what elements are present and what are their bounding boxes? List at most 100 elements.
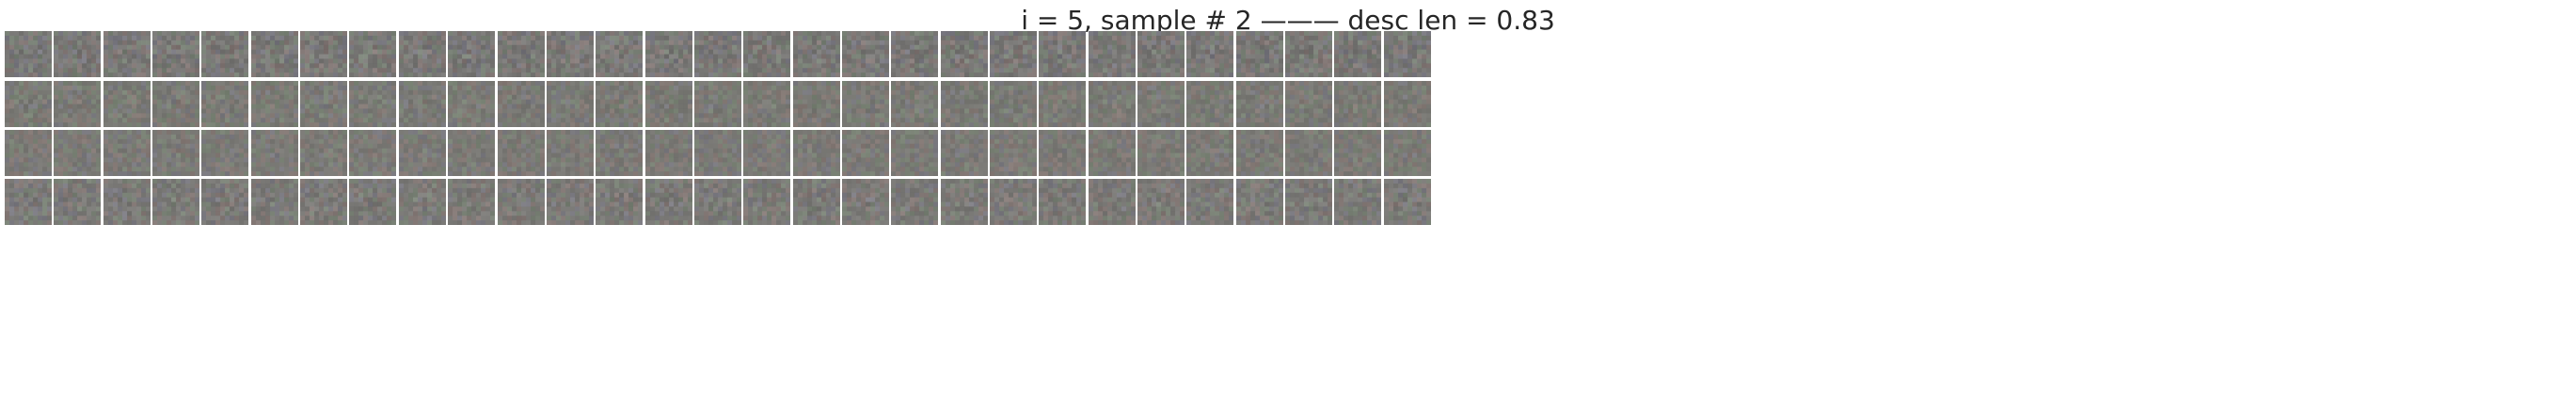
sample-tile: [792, 179, 840, 225]
sample-tile: [300, 31, 348, 77]
sample-tile: [891, 130, 939, 176]
sample-tile: [1383, 81, 1431, 127]
sample-tile: [398, 31, 446, 77]
sample-tile: [891, 179, 939, 225]
sample-tile: [596, 31, 644, 77]
sample-tile: [201, 130, 249, 176]
sample-tile: [1039, 130, 1087, 176]
sample-tile: [940, 31, 988, 77]
sample-tile: [398, 81, 446, 127]
sample-tile: [940, 81, 988, 127]
sample-tile: [1137, 130, 1185, 176]
sample-tile: [1235, 179, 1283, 225]
sample-tile: [5, 130, 52, 176]
sample-tile: [497, 130, 545, 176]
sample-tile: [1088, 81, 1136, 127]
sample-tile: [1235, 81, 1283, 127]
sample-tile: [743, 81, 791, 127]
sample-tile: [546, 31, 594, 77]
sample-tile: [152, 130, 200, 176]
sample-tile: [300, 179, 348, 225]
sample-tile: [1285, 130, 1333, 176]
sample-tile: [990, 81, 1037, 127]
sample-tile: [841, 81, 889, 127]
figure-title: i = 5, sample # 2 ——— desc len = 0.83: [1021, 5, 1555, 36]
sample-tile: [792, 81, 840, 127]
sample-tile: [841, 179, 889, 225]
sample-tile: [250, 130, 298, 176]
sample-tile: [596, 130, 644, 176]
sample-tile: [201, 179, 249, 225]
sample-tile: [546, 130, 594, 176]
sample-tile: [1285, 81, 1333, 127]
sample-tile: [103, 130, 151, 176]
sample-tile: [349, 179, 397, 225]
sample-tile: [693, 31, 741, 77]
sample-tile: [250, 179, 298, 225]
sample-tile: [1039, 179, 1087, 225]
sample-tile: [693, 179, 741, 225]
sample-tile: [103, 179, 151, 225]
sample-tile: [152, 179, 200, 225]
sample-tile: [5, 179, 52, 225]
sample-tile: [1137, 31, 1185, 77]
sample-tile: [1235, 130, 1283, 176]
sample-tile: [841, 130, 889, 176]
sample-tile: [349, 130, 397, 176]
sample-tile: [103, 81, 151, 127]
sample-tile: [940, 179, 988, 225]
sample-tile: [5, 31, 52, 77]
sample-tile: [1383, 130, 1431, 176]
sample-tile: [54, 31, 102, 77]
sample-tile: [596, 81, 644, 127]
sample-tile: [1039, 81, 1087, 127]
sample-tile: [103, 31, 151, 77]
sample-tile: [546, 81, 594, 127]
sample-tile: [1088, 179, 1136, 225]
sample-tile: [644, 130, 692, 176]
sample-tile: [990, 31, 1037, 77]
sample-tile: [250, 81, 298, 127]
sample-tile: [152, 81, 200, 127]
sample-tile: [448, 130, 496, 176]
sample-tile: [497, 179, 545, 225]
sample-tile: [644, 81, 692, 127]
sample-tile: [54, 179, 102, 225]
sample-tile: [743, 130, 791, 176]
sample-tile: [1186, 179, 1234, 225]
sample-tile: [743, 31, 791, 77]
sample-tile: [398, 179, 446, 225]
sample-tile: [5, 81, 52, 127]
sample-tile: [743, 179, 791, 225]
sample-tile: [398, 130, 446, 176]
sample-tile: [1186, 130, 1234, 176]
sample-tile: [201, 31, 249, 77]
sample-tile: [1334, 179, 1382, 225]
sample-tile: [54, 130, 102, 176]
sample-tile: [693, 81, 741, 127]
sample-tile: [990, 179, 1037, 225]
sample-tile: [990, 130, 1037, 176]
sample-tile: [891, 31, 939, 77]
sample-tile: [349, 31, 397, 77]
sample-tile: [1334, 130, 1382, 176]
sample-tile: [448, 179, 496, 225]
sample-tile: [1383, 31, 1431, 77]
sample-tile: [1285, 179, 1333, 225]
sample-tile: [250, 31, 298, 77]
sample-tile: [497, 31, 545, 77]
sample-tile: [349, 81, 397, 127]
sample-tile: [1137, 179, 1185, 225]
sample-tile: [497, 81, 545, 127]
sample-tile: [1334, 31, 1382, 77]
sample-tile: [1235, 31, 1283, 77]
sample-tile: [596, 179, 644, 225]
sample-tile: [792, 31, 840, 77]
sample-tile: [1088, 130, 1136, 176]
sample-tile: [644, 31, 692, 77]
sample-tile: [841, 31, 889, 77]
sample-tile: [1285, 31, 1333, 77]
sample-tile: [448, 81, 496, 127]
